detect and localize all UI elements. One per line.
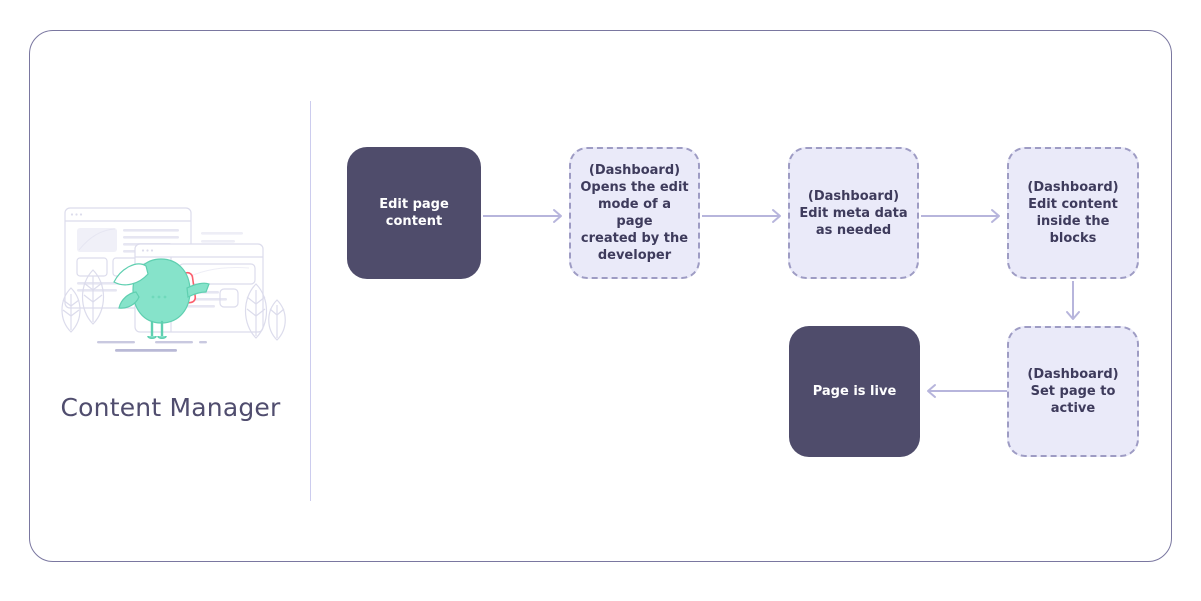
left-panel: Content Manager <box>30 31 311 561</box>
flow-node-label: (Dashboard) Edit meta data as needed <box>799 188 908 238</box>
flow-node-label: Edit page content <box>379 197 449 229</box>
connector-arrow-right-1 <box>483 206 567 226</box>
connector-arrow-right-2 <box>702 206 786 226</box>
flow-node-edit-page-content[interactable]: Edit page content <box>347 147 481 279</box>
panel-divider <box>310 101 311 501</box>
connector-arrow-right-3 <box>921 206 1005 226</box>
flow-node-set-page-active[interactable]: (Dashboard) Set page to active <box>1007 326 1139 457</box>
connector-arrow-down-4 <box>1063 281 1083 325</box>
flow-node-label: (Dashboard) Set page to active <box>1027 367 1119 416</box>
flow-node-edit-meta-data[interactable]: (Dashboard) Edit meta data as needed <box>788 147 919 279</box>
flow-node-label: Page is live <box>812 384 897 399</box>
flow-node-edit-content-blocks[interactable]: (Dashboard) Edit content inside the bloc… <box>1007 147 1139 279</box>
flow-node-label: (Dashboard) Edit content inside the bloc… <box>1027 180 1119 246</box>
page-title: Content Manager <box>60 393 281 422</box>
flow-node-opens-edit-mode[interactable]: (Dashboard) Opens the edit mode of a pag… <box>569 147 700 279</box>
flow-node-page-is-live[interactable]: Page is live <box>789 326 920 457</box>
content-manager-mascot-illustration <box>49 196 295 361</box>
flow-node-label: (Dashboard) Opens the edit mode of a pag… <box>580 163 689 263</box>
connector-arrow-left-5 <box>921 381 1007 401</box>
